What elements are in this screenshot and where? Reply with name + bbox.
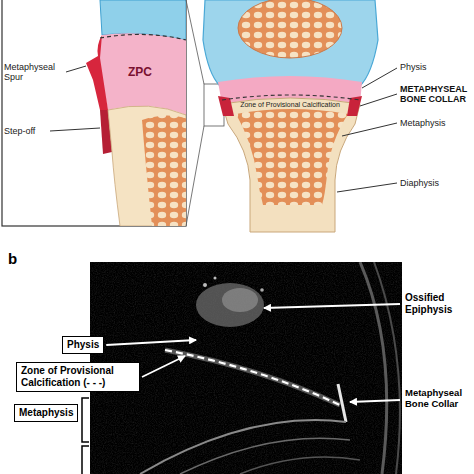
bracket [82,446,89,474]
metaphyseal-spur [86,35,108,110]
metaphysis-echo [180,438,350,474]
inset-frame [2,0,186,226]
metaphysis-diaphysis [222,98,360,232]
part-label: Step-off [4,126,50,136]
leader-line [50,128,100,131]
part-label: Metaphysis [400,118,470,128]
bone-collar-echo [338,384,346,422]
part-label: Diaphysis [400,178,470,188]
box-text: Physis [67,339,99,351]
echo-arc [360,262,387,474]
pointer-arrow [264,304,400,308]
part-label: Metaphyseal Spur [4,62,66,83]
zoom-line [186,126,204,226]
bracket [82,398,89,442]
leader-line [66,66,86,72]
part-label: Physis [400,62,470,72]
ossified-epiphysis [238,0,342,58]
trabecular-bone [142,115,186,226]
epiphysis-echo [196,283,264,327]
echo-arc [374,262,400,474]
echo-dot [214,277,217,280]
box-text: Metaphysis [19,407,73,419]
metaphysis-echo [240,457,360,474]
zpc-dashed-line [165,350,340,405]
echo-dot [203,283,207,287]
label-box: Metaphysis [14,404,78,422]
metaphysis-bone [108,106,186,226]
pointer-arrow [106,340,196,345]
part-label: METAPHYSEAL BONE COLLAR [400,84,470,105]
leader-line [362,68,397,88]
part-label: Metaphyseal Bone Collar [405,388,470,410]
pointer-arrow [350,400,400,402]
zpc-dashed-line [100,34,186,40]
label-box: Physis [62,336,104,354]
part-label: b [8,250,28,267]
part-label: Ossified Epiphysis [405,292,470,315]
part-label: Zone of Provisional Calcification [232,101,348,109]
label-box: Zone of Provisional Calcification (- - -… [16,362,140,392]
metaphysis-echo [140,420,346,474]
leader-line [360,94,397,106]
leader-line [342,123,397,136]
echo-dot [260,288,264,292]
pointer-arrow [142,356,185,377]
part-label: ZPC [128,66,168,80]
epiphysis-echo [222,288,258,312]
zoom-line [186,0,204,84]
zpc-dashed-line [222,95,360,100]
leader-line [337,183,397,192]
zpc-echo [165,350,340,405]
inset-bone [86,0,186,226]
zpc-region [98,33,186,115]
trabecular-bone [236,109,348,205]
box-text: Zone of Provisional Calcification (- - -… [21,365,135,389]
